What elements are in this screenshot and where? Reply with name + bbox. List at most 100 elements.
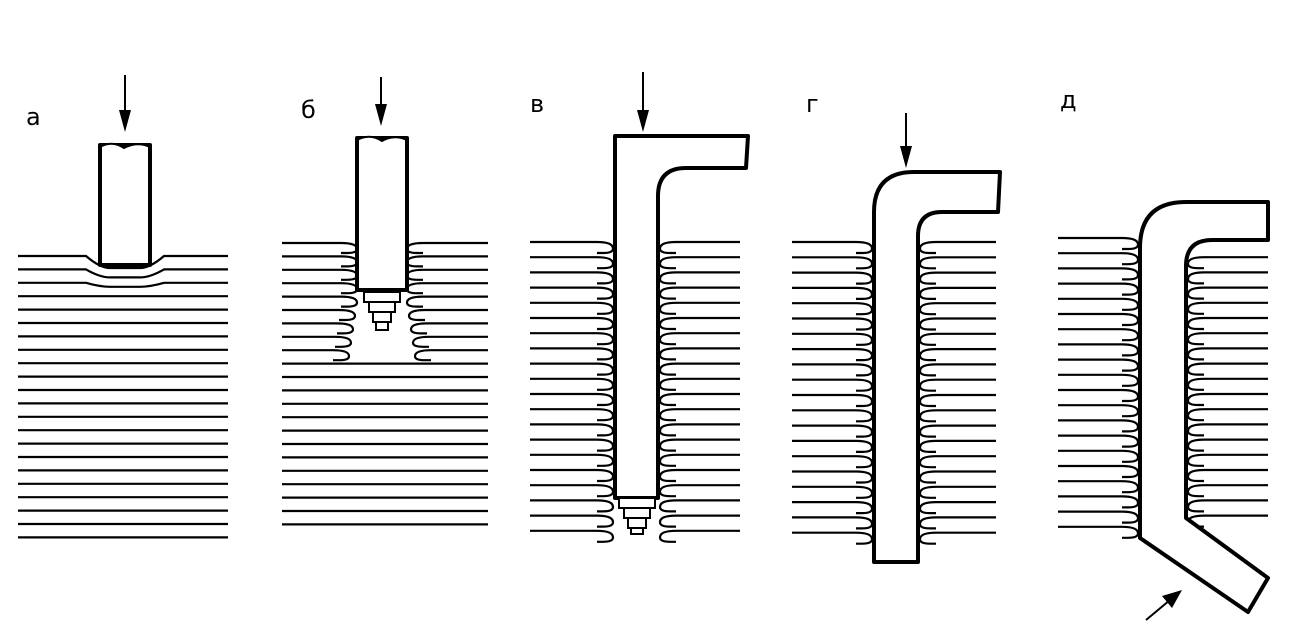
sheet-line xyxy=(282,268,359,281)
sheet-line xyxy=(405,282,488,295)
sheet-line xyxy=(530,468,615,483)
sheet-line xyxy=(405,255,488,268)
sheet-line xyxy=(658,362,740,376)
sheet-line xyxy=(792,531,874,545)
sheet-line xyxy=(658,256,740,270)
sheet-line xyxy=(658,286,740,300)
sheet-line xyxy=(918,409,996,423)
sheet-line xyxy=(18,268,228,279)
sheet-line xyxy=(658,423,740,437)
sheet-line xyxy=(530,377,615,391)
sheet-line xyxy=(658,484,740,498)
sheet-line xyxy=(1186,316,1268,331)
sheet-line xyxy=(918,271,996,285)
sheet-line xyxy=(918,378,996,392)
sheet-line xyxy=(1058,252,1140,266)
sheet-line xyxy=(918,501,996,515)
sheet-line xyxy=(792,240,874,255)
sheet-line xyxy=(792,317,874,331)
sheet-line xyxy=(658,529,740,543)
sheet-line xyxy=(1186,453,1268,467)
sheet-line xyxy=(792,332,874,346)
sheet-line xyxy=(407,308,488,322)
sheet-line xyxy=(918,332,996,346)
sheet-line xyxy=(530,484,615,498)
panel-d xyxy=(1058,200,1270,621)
sheet-line xyxy=(918,470,996,484)
down-arrow-icon xyxy=(375,77,387,126)
sheet-line xyxy=(1058,373,1140,387)
sheet-line xyxy=(530,271,615,285)
sheet-line xyxy=(792,501,874,515)
sheet-line xyxy=(1186,256,1268,270)
sheet-line xyxy=(411,335,488,348)
sheet-line xyxy=(1186,468,1268,483)
panel-label-v: в xyxy=(530,90,544,118)
sheet-line xyxy=(658,468,740,483)
sheet-line xyxy=(1058,297,1140,311)
sheet-line xyxy=(530,499,615,513)
sheet-line xyxy=(918,348,996,362)
sheet-line xyxy=(792,363,874,377)
down-arrow-icon xyxy=(637,72,649,132)
sheet-line xyxy=(792,348,874,362)
sheet-line xyxy=(918,256,996,270)
sheet-line xyxy=(658,271,740,285)
sheet-line xyxy=(792,378,874,392)
sheet-line xyxy=(1186,286,1268,300)
sheet-line xyxy=(918,424,996,438)
sheet-line xyxy=(792,286,874,300)
bent-punch-d xyxy=(1138,200,1270,614)
sheet-line xyxy=(1186,423,1268,437)
sheet-line xyxy=(18,281,228,288)
sheet-line xyxy=(405,241,488,255)
sheet-line xyxy=(409,322,488,335)
sheet-line xyxy=(282,335,353,348)
sheet-line xyxy=(1186,484,1268,498)
panel-a xyxy=(18,75,228,539)
sheet-line xyxy=(282,349,351,362)
sheet-line xyxy=(1058,388,1140,403)
sheet-line xyxy=(658,301,740,315)
sheet-line xyxy=(792,271,874,285)
sheet-line xyxy=(658,316,740,331)
sheet-line xyxy=(792,256,874,270)
panel-label-a: а xyxy=(26,103,41,131)
bent-punch-v xyxy=(613,134,750,500)
sheet-line xyxy=(658,499,740,513)
sheet-line xyxy=(658,438,740,452)
bent-punch-g xyxy=(872,170,1002,564)
sheet-line xyxy=(405,295,488,308)
sheet-line xyxy=(530,362,615,376)
sheet-line xyxy=(918,455,996,469)
sheet-line xyxy=(1186,499,1268,513)
sheet-line xyxy=(918,240,996,255)
sheet-line xyxy=(530,316,615,331)
sheet-line xyxy=(658,408,740,422)
sheet-line xyxy=(1058,267,1140,281)
sheet-line xyxy=(1186,362,1268,376)
sheet-line xyxy=(530,408,615,422)
sheet-line xyxy=(918,439,996,453)
sheet-line xyxy=(282,295,359,308)
sheet-line xyxy=(1186,514,1268,528)
down-arrow-icon xyxy=(119,75,131,132)
sheet-line xyxy=(1186,301,1268,315)
sheet-line xyxy=(792,455,874,469)
sheet-line xyxy=(405,268,488,281)
sheet-line xyxy=(530,453,615,467)
panel-g xyxy=(792,113,1002,564)
sheet-line xyxy=(1058,236,1140,251)
sheet-line xyxy=(1058,464,1140,479)
sheet-line xyxy=(792,393,874,408)
diagonal-arrow-icon xyxy=(1145,590,1182,621)
sheet-line xyxy=(282,241,359,255)
sheet-line xyxy=(1058,358,1140,372)
sheet-line xyxy=(792,302,874,316)
sheet-line xyxy=(792,485,874,499)
panel-label-d: д xyxy=(1060,86,1077,114)
sheet-line xyxy=(1186,332,1268,346)
sheet-line xyxy=(1058,282,1140,296)
panel-b xyxy=(282,77,488,526)
